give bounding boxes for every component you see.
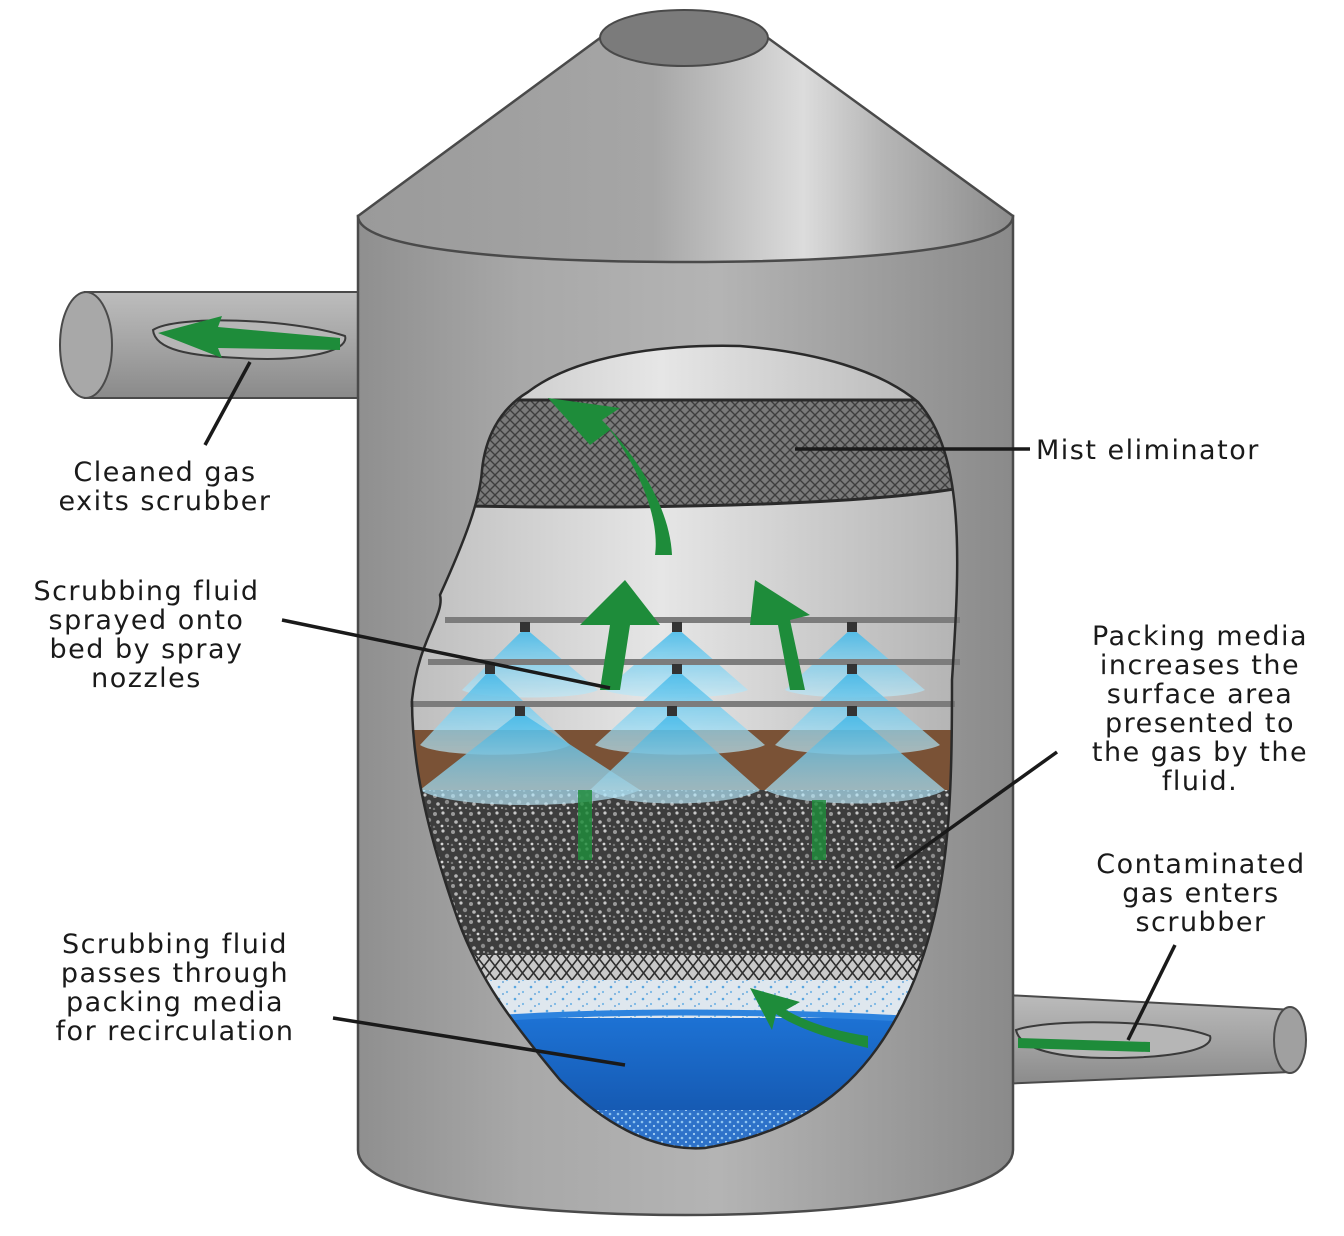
label-packing-media: Packing media increases the surface area…	[1091, 621, 1309, 797]
label-mist-eliminator: Mist eliminator	[1036, 435, 1260, 466]
spray-cones	[420, 628, 945, 805]
leader-packing-media	[893, 750, 1059, 870]
spray-headers	[410, 617, 960, 707]
packing-media	[412, 790, 958, 960]
vessel-top-opening	[599, 9, 769, 67]
vessel-cone	[356, 36, 1015, 264]
leader-cleaned-gas	[203, 361, 252, 446]
cutaway-outline	[410, 344, 959, 1150]
gas-flow-arrows	[158, 316, 1150, 1052]
support-grid	[412, 955, 958, 981]
label-cleaned-gas: Cleaned gas exits scrubber	[58, 457, 272, 517]
leader-lines	[203, 361, 1177, 1067]
spray-system	[410, 617, 960, 805]
gas-flow-arrow	[578, 790, 826, 860]
label-contaminated-gas: Contaminated gas enters scrubber	[1096, 849, 1306, 938]
inlet-pipe	[946, 990, 1307, 1088]
leader-contaminated-gas	[1126, 944, 1177, 1041]
gas-flow-arrow	[158, 316, 1150, 1052]
leader-spray-nozzles	[281, 618, 611, 690]
spray-nozzle	[485, 622, 857, 716]
label-recirculation: Scrubbing fluid passes through packing m…	[55, 929, 295, 1047]
label-spray-nozzles: Scrubbing fluid sprayed onto bed by spra…	[33, 576, 260, 694]
mist-eliminator-mesh	[470, 400, 958, 508]
leader-recirculation	[332, 1016, 626, 1067]
